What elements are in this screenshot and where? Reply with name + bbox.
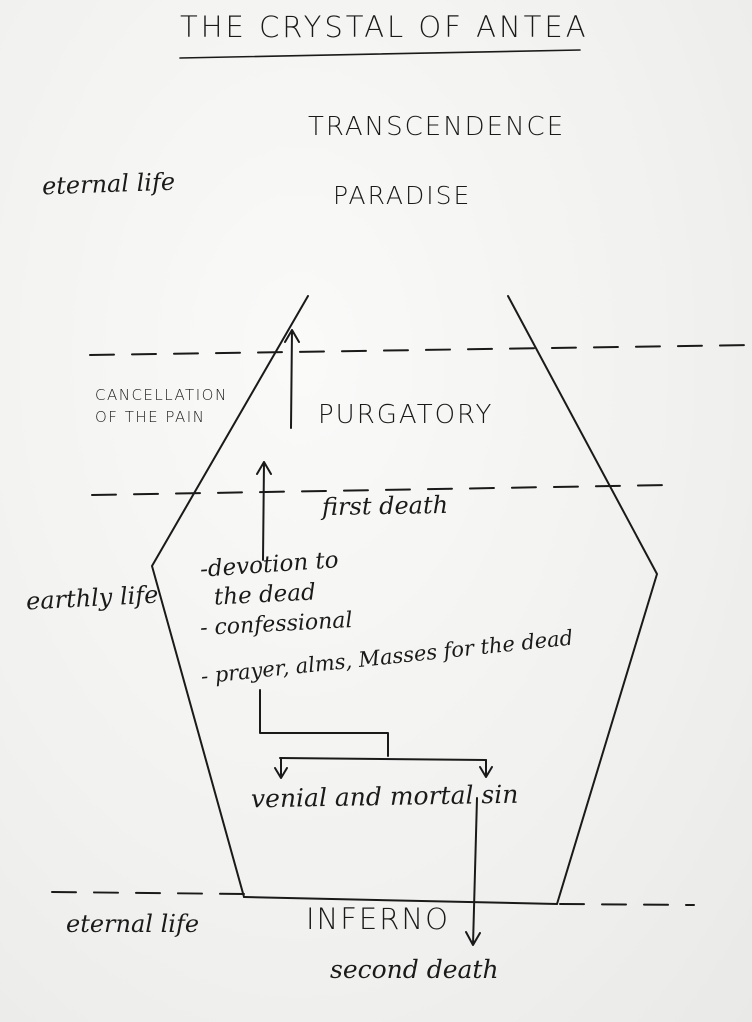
purgatory-label: PURGATORY <box>318 400 494 430</box>
first-death-label: first death <box>321 490 449 522</box>
crystal-left-edge <box>151 295 309 898</box>
dashed-line-inferno-right <box>559 903 695 906</box>
paradise-label: PARADISE <box>333 181 472 210</box>
dashed-line-paradise <box>89 344 752 356</box>
practices-connector <box>259 689 389 757</box>
inferno-label: INFERNO <box>306 902 450 936</box>
crystal-right-edge <box>507 295 658 905</box>
dashed-line-first-death <box>91 484 669 496</box>
venial-mortal-sin-label: venial and mortal sin <box>250 779 519 814</box>
cancellation-of-pain-label: CANCELLATION OF THE PAIN <box>95 384 228 428</box>
diagram-title: THE CRYSTAL OF ANTEA <box>180 10 589 44</box>
transcendence-label: TRANSCENDENCE <box>308 112 566 142</box>
eternal-life-top-label: eternal life <box>41 167 176 201</box>
mortal-arrow <box>479 759 493 778</box>
arrow-up-upper <box>284 329 300 429</box>
devotion-line-2: the dead <box>213 579 317 611</box>
title-underline <box>179 49 581 59</box>
sin-branch <box>279 757 487 761</box>
cancellation-line-1: CANCELLATION <box>95 386 228 404</box>
arrow-up-lower <box>256 461 272 561</box>
second-death-arrow <box>465 797 481 946</box>
cancellation-line-2: OF THE PAIN <box>95 408 206 426</box>
venial-arrow <box>274 757 288 779</box>
eternal-life-bottom-label: eternal life <box>66 910 200 938</box>
dashed-line-inferno-left <box>51 891 245 895</box>
second-death-label: second death <box>330 955 499 984</box>
crystal-bottom-edge <box>243 896 558 905</box>
